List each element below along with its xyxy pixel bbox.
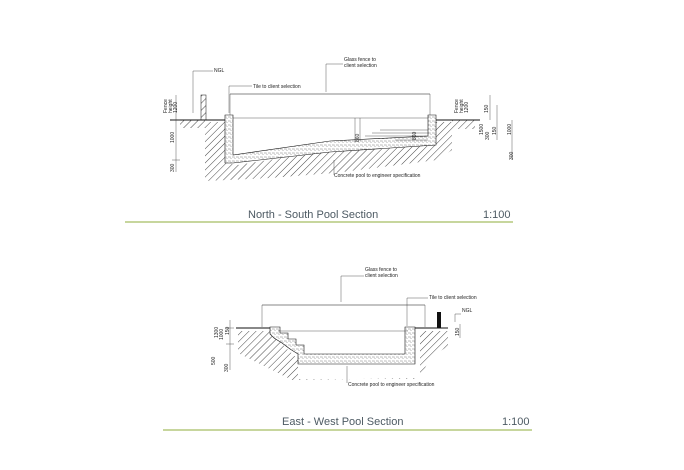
north-south-right-a: 150 — [484, 104, 490, 113]
east-west-left-c: 500 — [211, 356, 217, 365]
north-south-right-e: 1000 — [507, 124, 513, 135]
east-west-left-b: 1000 — [219, 329, 225, 340]
north-south-fence-left-3: 1200 — [173, 102, 179, 113]
north-south-fence-post — [200, 94, 207, 121]
north-south-right-d: 150 — [492, 126, 498, 135]
east-west-concrete-note: Concrete pool to engineer specification — [348, 382, 435, 388]
east-west-fence-post — [437, 312, 441, 328]
east-west-ngl-note: NGL — [462, 308, 473, 314]
east-west-left-d: 300 — [224, 363, 230, 372]
north-south-glass-note-2: client selection — [344, 63, 377, 69]
east-west-title: East - West Pool Section — [282, 416, 403, 428]
north-south-right-b: 1500 — [479, 124, 485, 135]
north-south-concrete-note: Concrete pool to engineer specification — [334, 173, 421, 179]
north-south-base-left: 300 — [170, 163, 176, 172]
east-west-glass-note-1: Glass fence to — [365, 267, 397, 273]
east-west-left-a: 1300 — [214, 327, 220, 338]
east-west-section: Glass fence to client selection Tile to … — [163, 267, 532, 431]
north-south-fence-right-2: height — [459, 99, 465, 113]
north-south-fence-right-1: Fence — [454, 99, 460, 113]
north-south-step-a: 860 — [355, 133, 361, 142]
north-south-tile-note: Tile to client selection — [253, 84, 301, 90]
east-west-ground — [238, 331, 448, 380]
north-south-step-b: 860 — [412, 131, 418, 140]
north-south-scale: 1:100 — [483, 209, 511, 221]
east-west-right-a: 150 — [455, 327, 461, 336]
north-south-fence-left-2: height — [168, 99, 174, 113]
north-south-title: North - South Pool Section — [248, 209, 378, 221]
north-south-right-c: 300 — [485, 131, 491, 140]
east-west-left-e: 150 — [225, 326, 231, 335]
north-south-fence-right-3: 1200 — [464, 102, 470, 113]
north-south-section: NGL Tile to client selection Glass fence… — [125, 57, 515, 223]
north-south-right-c2: 300 — [509, 151, 515, 160]
east-west-tile-note: Tile to client selection — [429, 295, 477, 301]
east-west-glass-note-2: client selection — [365, 273, 398, 279]
north-south-depth-left: 1000 — [170, 132, 176, 143]
north-south-concrete-shell — [224, 114, 437, 164]
north-south-fence-left-1: Fence — [163, 99, 169, 113]
north-south-ngl-note: NGL — [214, 68, 225, 74]
north-south-glass-note-1: Glass fence to — [344, 57, 376, 63]
north-south-steps — [354, 118, 428, 142]
east-west-scale: 1:100 — [502, 416, 530, 428]
east-west-concrete-shell — [269, 326, 416, 365]
